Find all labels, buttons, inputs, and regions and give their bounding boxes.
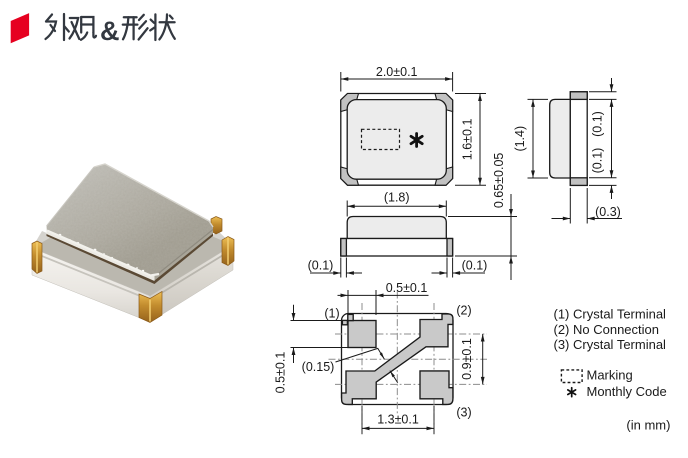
svg-text:(0.15): (0.15) (302, 360, 335, 374)
svg-text:1.3±0.1: 1.3±0.1 (377, 412, 419, 426)
svg-text:0.5±0.1: 0.5±0.1 (386, 281, 428, 295)
svg-text:0.9±0.1: 0.9±0.1 (460, 338, 474, 380)
svg-text:(1.4): (1.4) (513, 126, 527, 152)
svg-text:(1.8): (1.8) (384, 191, 410, 205)
svg-text:(2) No Connection: (2) No Connection (554, 322, 660, 337)
svg-text:1.6±0.1: 1.6±0.1 (461, 119, 475, 161)
svg-text:2.0±0.1: 2.0±0.1 (376, 65, 418, 79)
svg-text:0.65±0.05: 0.65±0.05 (492, 153, 506, 209)
svg-text:Monthly Code: Monthly Code (587, 384, 667, 399)
svg-text:(0.1): (0.1) (462, 259, 488, 273)
svg-text:(2): (2) (456, 304, 471, 318)
svg-text:(0.1): (0.1) (591, 111, 605, 137)
svg-text:&: & (100, 16, 120, 46)
svg-text:(3) Crystal Terminal: (3) Crystal Terminal (554, 337, 667, 352)
svg-text:(in mm): (in mm) (626, 418, 670, 433)
svg-text:(3): (3) (456, 406, 471, 420)
svg-text:(1): (1) (324, 307, 339, 321)
svg-text:Marking: Marking (587, 368, 633, 383)
svg-text:(0.1): (0.1) (591, 148, 605, 174)
svg-text:(0.3): (0.3) (595, 205, 621, 219)
svg-text:(0.1): (0.1) (308, 259, 334, 273)
svg-text:0.5±0.1: 0.5±0.1 (273, 352, 287, 394)
svg-text:(1) Crystal Terminal: (1) Crystal Terminal (554, 307, 667, 322)
